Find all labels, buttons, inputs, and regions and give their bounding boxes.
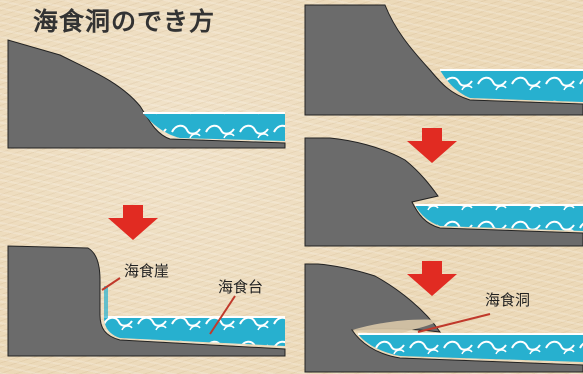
arrow-right-bottom xyxy=(407,261,457,296)
panel-stage-2 xyxy=(7,245,286,357)
sea-cliff-label: 海食崖 xyxy=(124,262,169,280)
panel-stage-5 xyxy=(304,263,583,373)
wave-cut-platform-callout-line xyxy=(209,295,236,335)
panel-stage-3 xyxy=(304,4,583,116)
arrow-right-top xyxy=(407,128,457,163)
wave-cut-platform-label: 海食台 xyxy=(218,278,263,296)
sea-cave-label: 海食洞 xyxy=(485,291,530,309)
panel-stage-1 xyxy=(7,39,286,149)
sea-cave-callout-line xyxy=(417,313,491,333)
sea-cliff-callout-line xyxy=(101,277,121,291)
arrow-left xyxy=(108,205,158,240)
diagram-title: 海食洞のでき方 xyxy=(33,7,216,36)
panel-stage-4 xyxy=(304,137,583,247)
